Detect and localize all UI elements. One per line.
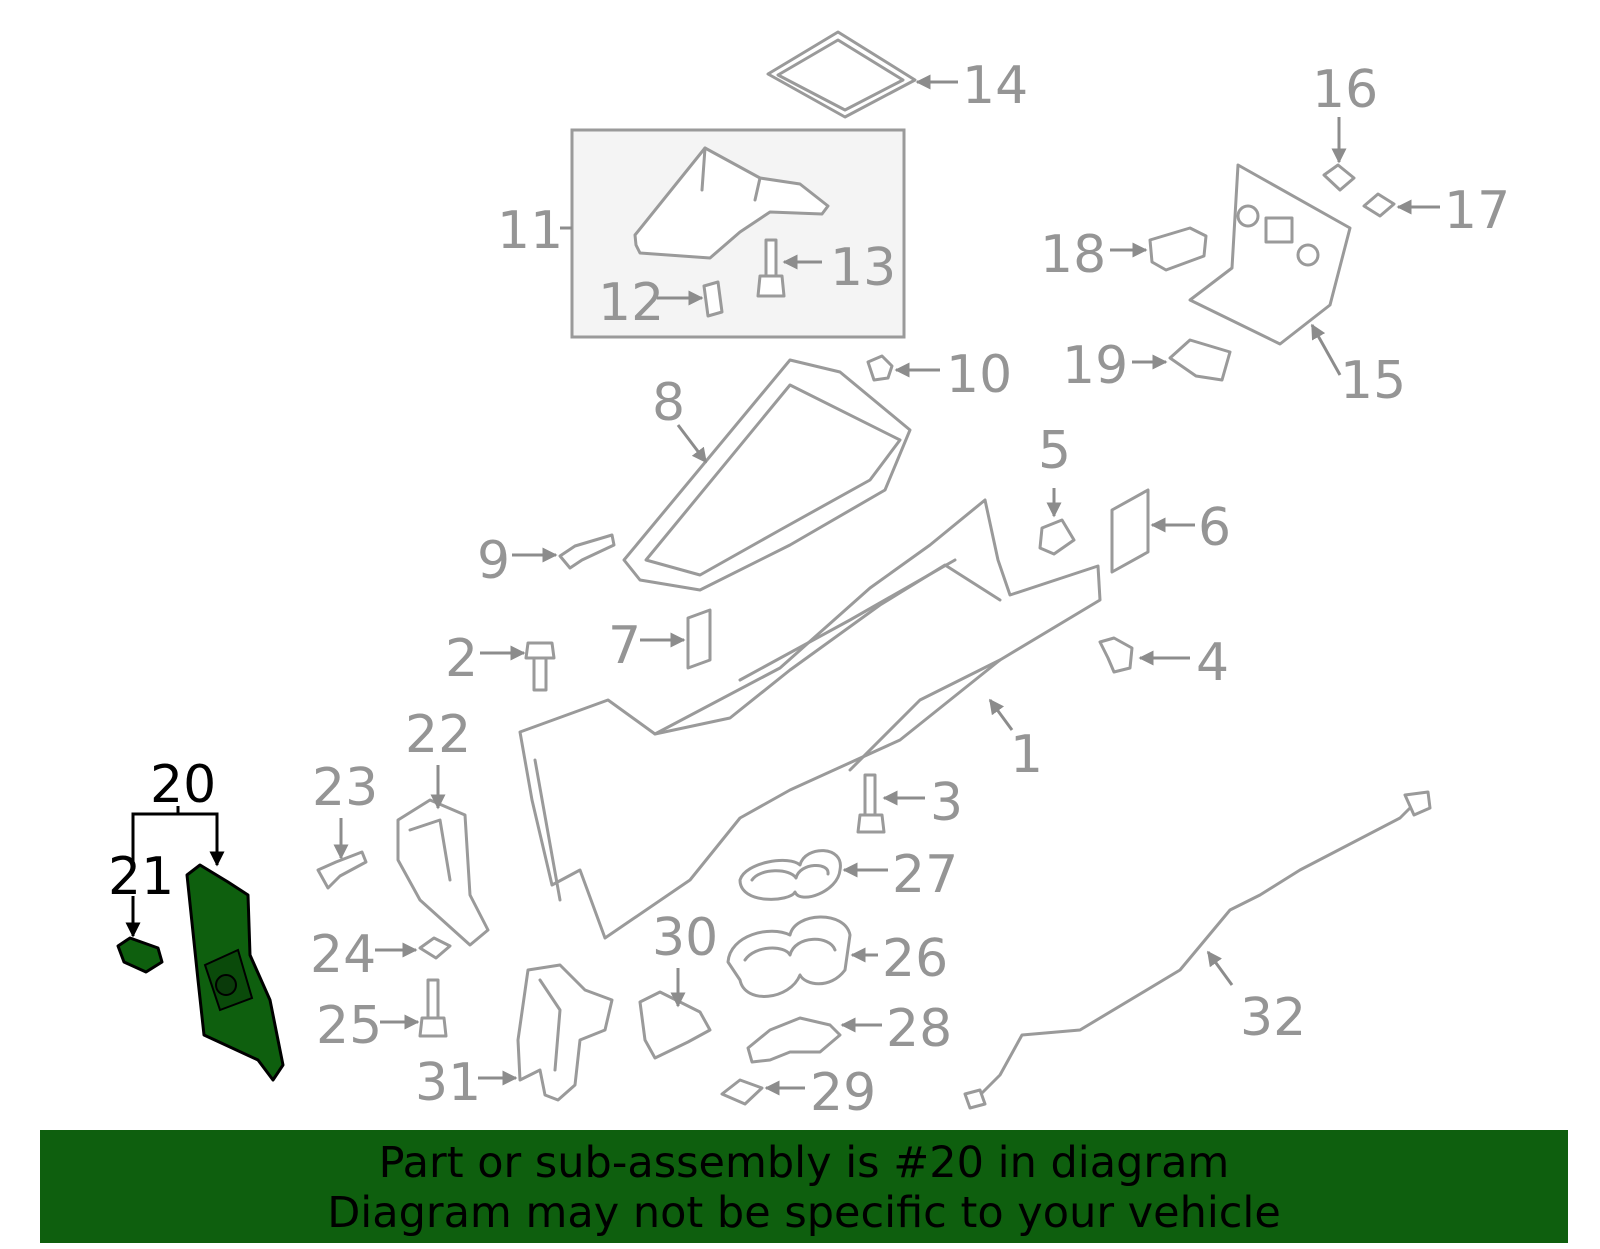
part-17-clip[interactable] [1362, 192, 1396, 218]
part-28-insert[interactable] [746, 1016, 842, 1064]
part-9-bolt[interactable] [558, 533, 616, 570]
callout-3: 3 [930, 773, 963, 833]
part-19-module[interactable] [1168, 338, 1232, 382]
callout-6: 6 [1198, 498, 1231, 558]
callout-24: 24 [310, 925, 376, 985]
part-7-pad[interactable] [686, 608, 712, 670]
callout-15: 15 [1340, 351, 1406, 411]
part-6-pad[interactable] [1110, 488, 1150, 574]
part-22-bracket[interactable] [396, 798, 490, 947]
part-25-bolt[interactable] [418, 978, 448, 1038]
callout-5: 5 [1038, 421, 1071, 481]
callout-25: 25 [316, 996, 382, 1056]
callout-22: 22 [405, 705, 471, 765]
part-1-console-body[interactable] [518, 498, 1102, 940]
callout-9: 9 [477, 531, 510, 591]
part-13-bolt[interactable] [756, 238, 786, 298]
callout-29: 29 [810, 1063, 876, 1123]
callout-12: 12 [598, 273, 664, 333]
part-18-socket[interactable] [1148, 226, 1208, 272]
callout-21: 21 [108, 847, 174, 907]
callout-19: 19 [1062, 336, 1128, 396]
callout-18: 18 [1040, 225, 1106, 285]
callout-14: 14 [962, 56, 1028, 116]
callout-16: 16 [1312, 60, 1378, 120]
callout-17: 17 [1444, 181, 1510, 241]
part-31-bracket[interactable] [516, 963, 614, 1102]
callout-30: 30 [652, 908, 718, 968]
callout-11: 11 [497, 201, 563, 261]
part-32-wire-harness[interactable] [963, 790, 1432, 1110]
part-11-cover[interactable] [633, 146, 830, 260]
callout-10: 10 [946, 345, 1012, 405]
part-26-cup-holder[interactable] [726, 915, 852, 998]
info-banner: Part or sub-assembly is #20 in diagram D… [40, 1130, 1568, 1243]
part-24-clip[interactable] [418, 936, 452, 960]
callout-27: 27 [892, 845, 958, 905]
callout-13: 13 [830, 238, 896, 298]
callout-2: 2 [445, 629, 478, 689]
callout-23: 23 [312, 758, 378, 818]
part-29-pad[interactable] [720, 1078, 764, 1106]
callout-1: 1 [1010, 725, 1043, 785]
part-2-bolt[interactable] [524, 641, 556, 692]
banner-line-2: Diagram may not be specific to your vehi… [327, 1188, 1281, 1238]
callout-26: 26 [882, 929, 948, 989]
part-14-tray-mat[interactable] [766, 30, 917, 119]
callout-28: 28 [886, 999, 952, 1059]
callout-31: 31 [415, 1053, 481, 1113]
part-5-pad[interactable] [1038, 518, 1076, 556]
part-21-socket[interactable] [116, 936, 164, 974]
callout-32: 32 [1240, 988, 1306, 1048]
part-3-bolt[interactable] [856, 773, 886, 834]
banner-line-1: Part or sub-assembly is #20 in diagram [378, 1138, 1230, 1188]
part-4-clip[interactable] [1098, 636, 1134, 674]
callout-7: 7 [608, 616, 641, 676]
part-30-bracket[interactable] [638, 990, 712, 1060]
part-12-clip[interactable] [702, 280, 724, 318]
part-20-side-cover[interactable] [185, 863, 285, 1082]
callout-20: 20 [150, 755, 216, 815]
part-23-clip[interactable] [316, 850, 368, 890]
part-15-panel[interactable] [1188, 163, 1352, 346]
callout-8: 8 [652, 373, 685, 433]
part-27-cup-ring[interactable] [738, 849, 842, 901]
part-10-clip[interactable] [866, 354, 894, 382]
part-8-console-frame[interactable] [622, 358, 912, 592]
callout-4: 4 [1196, 633, 1229, 693]
part-16-clip[interactable] [1322, 163, 1356, 192]
